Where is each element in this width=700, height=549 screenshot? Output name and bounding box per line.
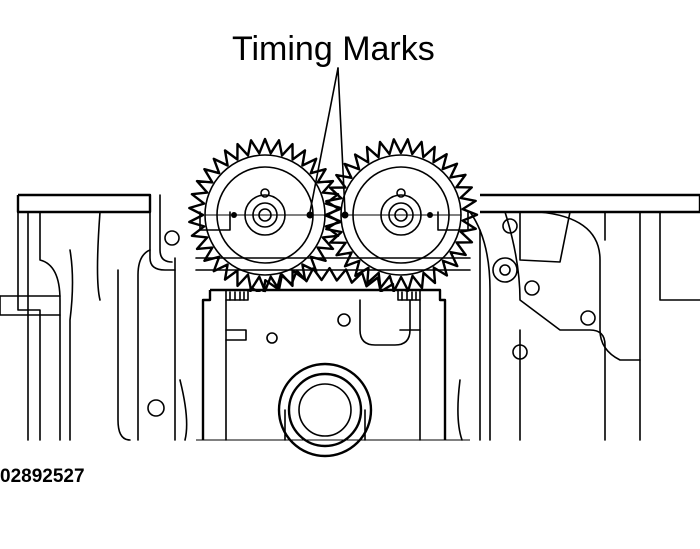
bolt-holes xyxy=(147,218,596,417)
lower-housing xyxy=(179,379,463,441)
timing-marks-leader-lines xyxy=(309,67,346,213)
figure-id: 02892527 xyxy=(0,466,85,487)
crank-gear-icon xyxy=(195,257,471,458)
right-cam-gear-icon xyxy=(323,138,479,292)
timing-marks-label: Timing Marks xyxy=(232,30,435,68)
left-cam-gear-icon xyxy=(188,137,342,293)
engine-block xyxy=(0,193,700,441)
